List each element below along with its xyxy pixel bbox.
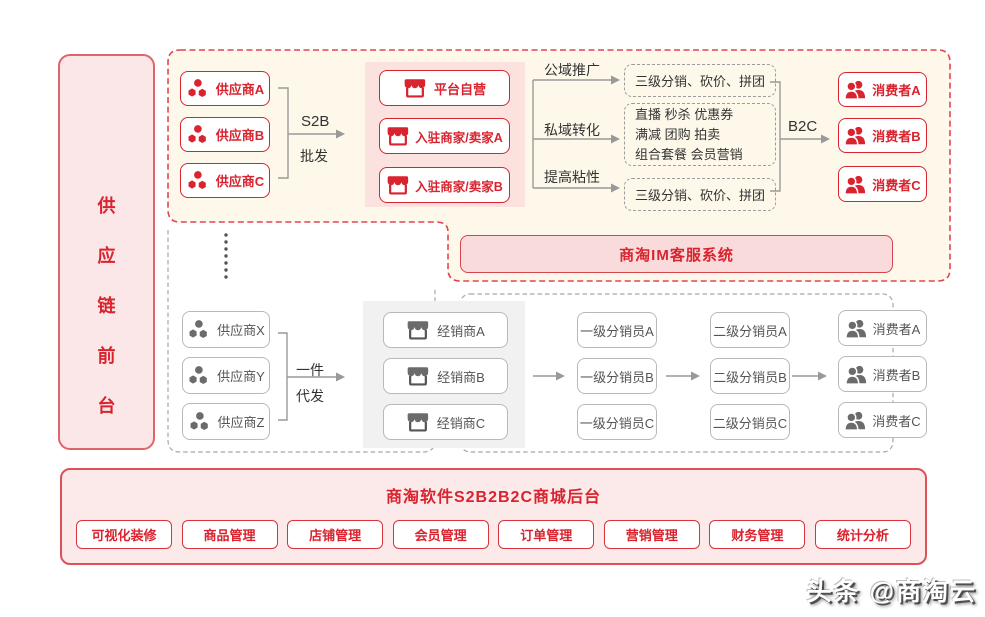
- consumer-c-node: 消费者C: [838, 166, 927, 202]
- watermark: 头条 @商淘云: [806, 578, 977, 606]
- level2-distributor-a-node: 二级分销员A: [710, 312, 790, 348]
- node-label: 平台自营: [433, 81, 486, 97]
- node-label: 经销商B: [437, 369, 485, 385]
- storefront-icon: [386, 174, 410, 195]
- b2c-label: B2C: [788, 118, 818, 135]
- merchant-seller-a-node: 入驻商家/卖家A: [379, 118, 510, 154]
- node-label: 供应商A: [215, 82, 265, 97]
- node-label: 入驻商家/卖家B: [415, 179, 503, 194]
- users-icon: [844, 410, 867, 431]
- supply-chain-front-label: 供 应 链 前 台: [97, 196, 116, 416]
- hexagon-cluster-icon: [189, 411, 209, 432]
- level1-distributor-a-node: 一级分销员A: [577, 312, 657, 348]
- node-label: 消费者A: [872, 83, 921, 98]
- level2-distributor-c-node: 二级分销员C: [710, 404, 790, 440]
- node-label: 经销商A: [437, 323, 485, 339]
- s2b-bracket: [278, 87, 289, 179]
- backoffice-button-row: 可视化装修 商品管理 店铺管理 会员管理 订单管理 营销管理 财务管理 统计分析: [62, 520, 925, 549]
- front-office-region-border: [167, 49, 951, 282]
- dropship-label-bottom: 代发: [296, 388, 324, 404]
- order-management-button: 订单管理: [498, 520, 595, 549]
- supplier-b-node: 供应商B: [180, 117, 270, 152]
- storefront-icon: [386, 125, 410, 146]
- level1-distributor-b-node: 一级分销员B: [577, 358, 657, 394]
- consumer-c2-node: 消费者C: [838, 402, 927, 438]
- dealer-a-node: 经销商A: [383, 312, 508, 348]
- node-label: 供应商Z: [217, 415, 265, 430]
- marketing-box-top: 三级分销、砍价、拼团: [624, 64, 776, 97]
- dealer-b-node: 经销商B: [383, 358, 508, 394]
- node-label: 入驻商家/卖家A: [415, 130, 503, 145]
- node-label: 消费者A: [872, 321, 921, 337]
- consumer-a2-node: 消费者A: [838, 310, 927, 346]
- supplier-y-node: 供应商Y: [182, 357, 270, 394]
- supplier-a-node: 供应商A: [180, 71, 270, 106]
- supply-chain-front-panel: 供 应 链 前 台: [58, 54, 155, 450]
- users-icon: [844, 174, 867, 195]
- member-management-button: 会员管理: [392, 520, 489, 549]
- hexagon-cluster-icon: [187, 124, 207, 145]
- wholesale-label: 批发: [300, 148, 328, 164]
- node-label: 供应商B: [215, 128, 265, 143]
- users-icon: [844, 318, 867, 339]
- storefront-icon: [406, 365, 430, 386]
- node-label: 供应商X: [217, 323, 265, 338]
- consumer-a-node: 消费者A: [838, 72, 927, 107]
- hexagon-cluster-icon: [187, 78, 207, 99]
- users-icon: [844, 364, 867, 385]
- product-management-button: 商品管理: [181, 520, 278, 549]
- node-label: 消费者B: [872, 367, 921, 383]
- dropship-label-top: 一件: [296, 362, 324, 378]
- users-icon: [844, 80, 867, 100]
- storefront-icon: [403, 77, 427, 98]
- node-label: 经销商C: [436, 415, 486, 431]
- level1-distributor-c-node: 一级分销员C: [577, 404, 657, 440]
- marketing-box-middle: 直播 秒杀 优惠券 满减 团购 拍卖 组合套餐 会员营销: [624, 103, 776, 166]
- level2-distributor-b-node: 二级分销员B: [710, 358, 790, 394]
- dropship-bracket: [278, 332, 288, 421]
- statistics-analysis-button: 统计分析: [814, 520, 911, 549]
- supplier-z-node: 供应商Z: [182, 403, 270, 440]
- consumer-b-node: 消费者B: [838, 118, 927, 153]
- hexagon-cluster-icon: [188, 365, 208, 386]
- s2b-label: S2B: [301, 113, 330, 130]
- node-label: 消费者B: [872, 129, 921, 144]
- im-service-banner: 商淘IM客服系统: [460, 235, 893, 273]
- hexagon-cluster-icon: [187, 170, 207, 191]
- continuation-dots: [224, 233, 228, 279]
- platform-self-operated-node: 平台自营: [379, 70, 510, 106]
- public-domain-label: 公域推广: [544, 62, 600, 78]
- node-label: 供应商C: [215, 174, 265, 189]
- node-label: 消费者C: [872, 413, 921, 429]
- merchant-seller-b-node: 入驻商家/卖家B: [379, 167, 510, 203]
- stickiness-label: 提高粘性: [544, 169, 600, 185]
- backoffice-panel: 商淘软件S2B2B2C商城后台 可视化装修 商品管理 店铺管理 会员管理 订单管…: [60, 468, 927, 565]
- supplier-c-node: 供应商C: [180, 163, 270, 198]
- backoffice-title: 商淘软件S2B2B2C商城后台: [385, 489, 602, 506]
- marketing-management-button: 营销管理: [603, 520, 700, 549]
- marketing-box-bottom: 三级分销、砍价、拼团: [624, 178, 776, 211]
- hexagon-cluster-icon: [188, 319, 208, 340]
- visual-decoration-button: 可视化装修: [76, 520, 172, 549]
- storefront-icon: [406, 319, 430, 340]
- node-label: 消费者C: [872, 177, 921, 193]
- dealer-c-node: 经销商C: [383, 404, 508, 440]
- supplier-x-node: 供应商X: [182, 311, 270, 348]
- consumer-b2-node: 消费者B: [838, 356, 927, 392]
- node-label: 供应商Y: [217, 369, 265, 384]
- finance-management-button: 财务管理: [709, 520, 806, 549]
- store-management-button: 店铺管理: [287, 520, 384, 549]
- private-domain-label: 私域转化: [544, 122, 600, 138]
- storefront-icon: [406, 411, 430, 432]
- users-icon: [844, 126, 867, 146]
- arrowheads: [336, 75, 830, 382]
